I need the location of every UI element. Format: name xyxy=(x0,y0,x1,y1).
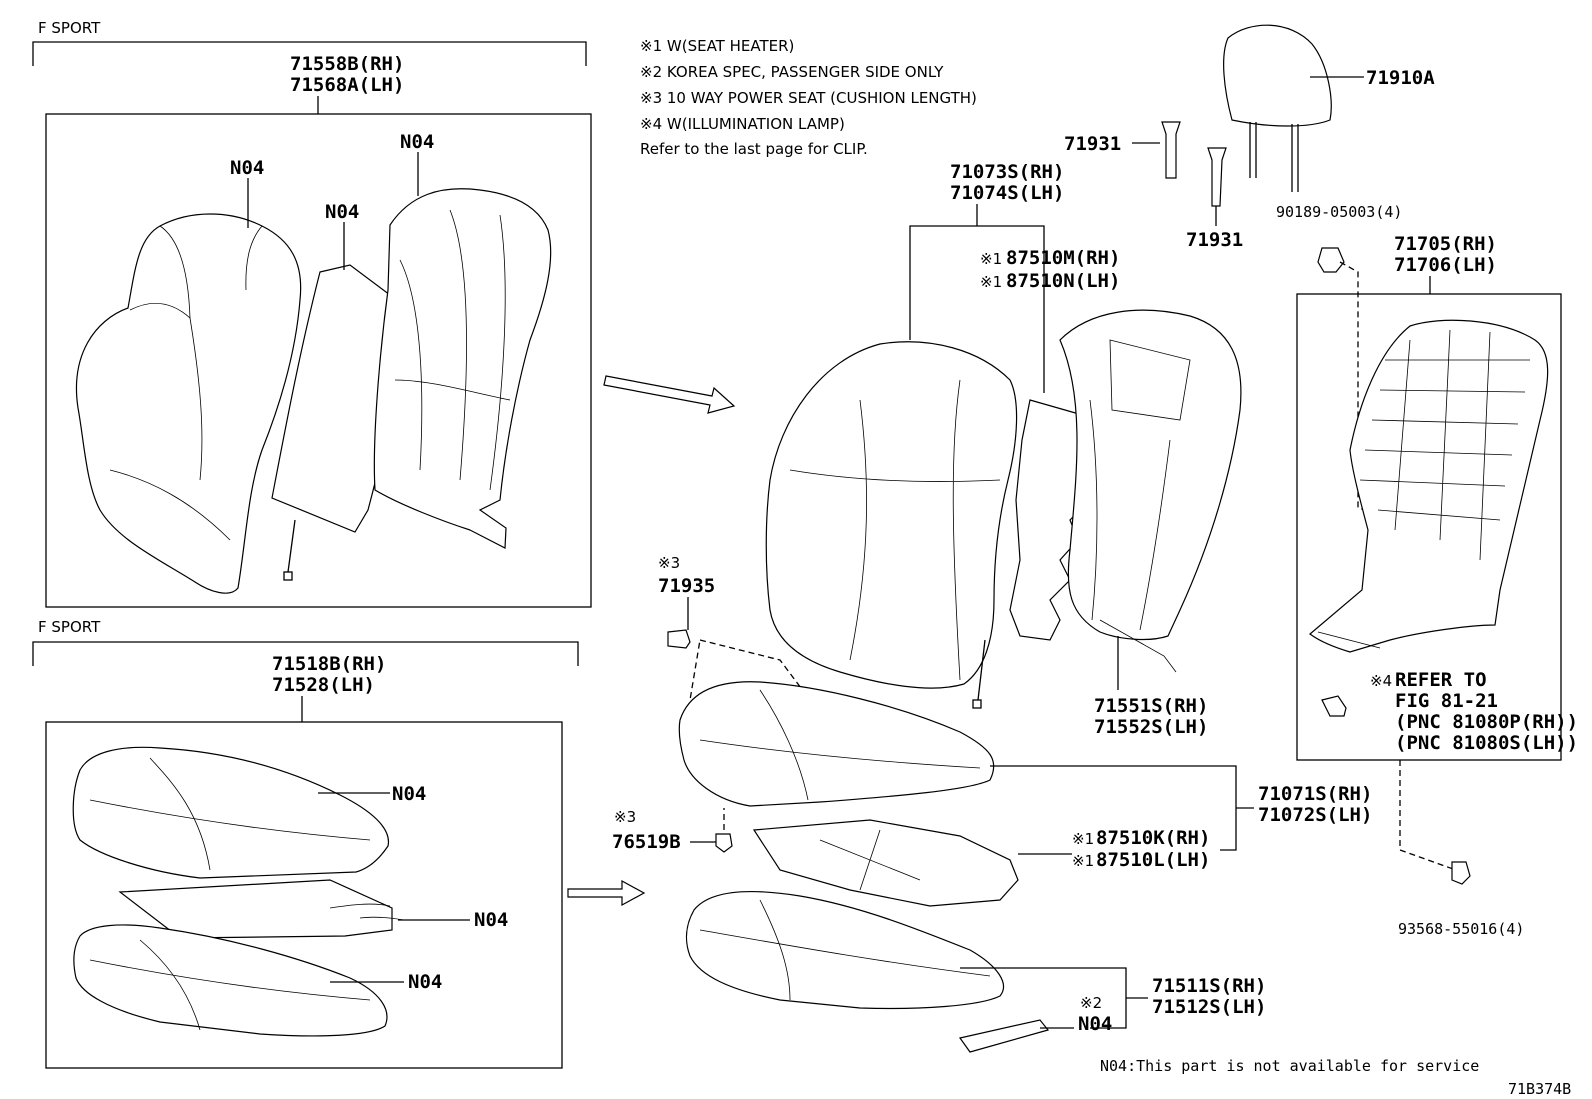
label-71071s: 71071S(RH) xyxy=(1258,783,1372,805)
clip-76519b-drawing xyxy=(715,833,733,853)
label-76519b: 76519B xyxy=(612,831,681,853)
label-87510l: 87510L(LH) xyxy=(1096,849,1210,871)
headrest-guide-drawing xyxy=(1161,121,1227,207)
label-71910a: 71910A xyxy=(1366,67,1435,89)
note-4: ※4 W(ILLUMINATION LAMP) xyxy=(640,115,845,133)
label-71073s: 71073S(RH) xyxy=(950,161,1064,183)
label-71511s: 71511S(RH) xyxy=(1152,975,1266,997)
box-bottom-left xyxy=(45,721,563,1069)
label-93568: 93568-55016(4) xyxy=(1398,920,1524,938)
label-71705: 71705(RH) xyxy=(1394,233,1497,255)
section-title-top: F SPORT xyxy=(38,19,101,37)
label-71072s: 71072S(LH) xyxy=(1258,804,1372,826)
label-n04-d: N04 xyxy=(392,783,426,805)
label-refer-to: REFER TO xyxy=(1395,669,1487,691)
label-71935: 71935 xyxy=(658,575,715,597)
clip-71935-drawing xyxy=(667,629,691,649)
center-cushion-drawing xyxy=(678,681,1050,1053)
section-title-bottom: F SPORT xyxy=(38,618,101,636)
label-71512s: 71512S(LH) xyxy=(1152,996,1266,1018)
mark-1-87510n: ※1 xyxy=(980,273,1002,291)
label-71552s: 71552S(LH) xyxy=(1094,716,1208,738)
arrow-lower xyxy=(567,879,646,907)
mark-3-76519b: ※3 xyxy=(614,808,636,826)
label-87510n: 87510N(LH) xyxy=(1006,270,1120,292)
label-71551s: 71551S(RH) xyxy=(1094,695,1208,717)
mark-1-87510k: ※1 xyxy=(1072,830,1094,848)
label-87510m: 87510M(RH) xyxy=(1006,247,1120,269)
headrest-drawing xyxy=(1223,24,1332,192)
note-1: ※1 W(SEAT HEATER) xyxy=(640,37,794,55)
mark-2-n04: ※2 xyxy=(1080,994,1102,1012)
box-top-left xyxy=(45,113,592,608)
mark-4: ※4 xyxy=(1370,672,1392,690)
label-n04-g: N04 xyxy=(1078,1013,1112,1035)
mark-1-87510l: ※1 xyxy=(1072,852,1094,870)
bracket-top xyxy=(32,41,587,66)
label-71528: 71528(LH) xyxy=(272,674,375,696)
seatback-cover-drawing xyxy=(76,188,552,594)
label-71568a: 71568A(LH) xyxy=(290,74,404,96)
box-frame xyxy=(1296,293,1562,761)
label-n04-a: N04 xyxy=(230,157,264,179)
label-71706: 71706(LH) xyxy=(1394,254,1497,276)
lamp-drawing xyxy=(1321,695,1347,717)
label-87510k: 87510K(RH) xyxy=(1096,827,1210,849)
footer-code: 71B374B xyxy=(1508,1080,1571,1098)
mark-3-71935: ※3 xyxy=(658,554,680,572)
label-pnc-lh: (PNC 81080S(LH)) xyxy=(1395,732,1578,754)
label-90189: 90189-05003(4) xyxy=(1276,203,1402,221)
label-n04-e: N04 xyxy=(474,909,508,931)
arrow-upper xyxy=(603,375,736,414)
label-n04-b: N04 xyxy=(325,201,359,223)
label-71558b: 71558B(RH) xyxy=(290,53,404,75)
dash-93568 xyxy=(1399,760,1457,871)
seatback-frame-drawing xyxy=(1309,319,1549,653)
bracket-bottom xyxy=(32,641,579,666)
note-2: ※2 KOREA SPEC, PASSENGER SIDE ONLY xyxy=(640,63,944,81)
label-n04-c: N04 xyxy=(400,131,434,153)
label-fig: FIG 81-21 xyxy=(1395,690,1498,712)
label-pnc-rh: (PNC 81080P(RH)) xyxy=(1395,711,1578,733)
mark-1-87510m: ※1 xyxy=(980,250,1002,268)
label-71931-b: 71931 xyxy=(1186,229,1243,251)
label-71518b: 71518B(RH) xyxy=(272,653,386,675)
note-clip: Refer to the last page for CLIP. xyxy=(640,140,868,158)
label-71931-a: 71931 xyxy=(1064,133,1121,155)
note-3: ※3 10 WAY POWER SEAT (CUSHION LENGTH) xyxy=(640,89,977,107)
clip-90189-drawing xyxy=(1317,247,1345,273)
label-71074s: 71074S(LH) xyxy=(950,182,1064,204)
bolt-93568-drawing xyxy=(1451,861,1471,885)
footer-note: N04:This part is not available for servi… xyxy=(1100,1057,1479,1075)
label-n04-f: N04 xyxy=(408,971,442,993)
cushion-cover-drawing xyxy=(72,746,405,1037)
center-seatback-drawing xyxy=(765,309,1242,709)
